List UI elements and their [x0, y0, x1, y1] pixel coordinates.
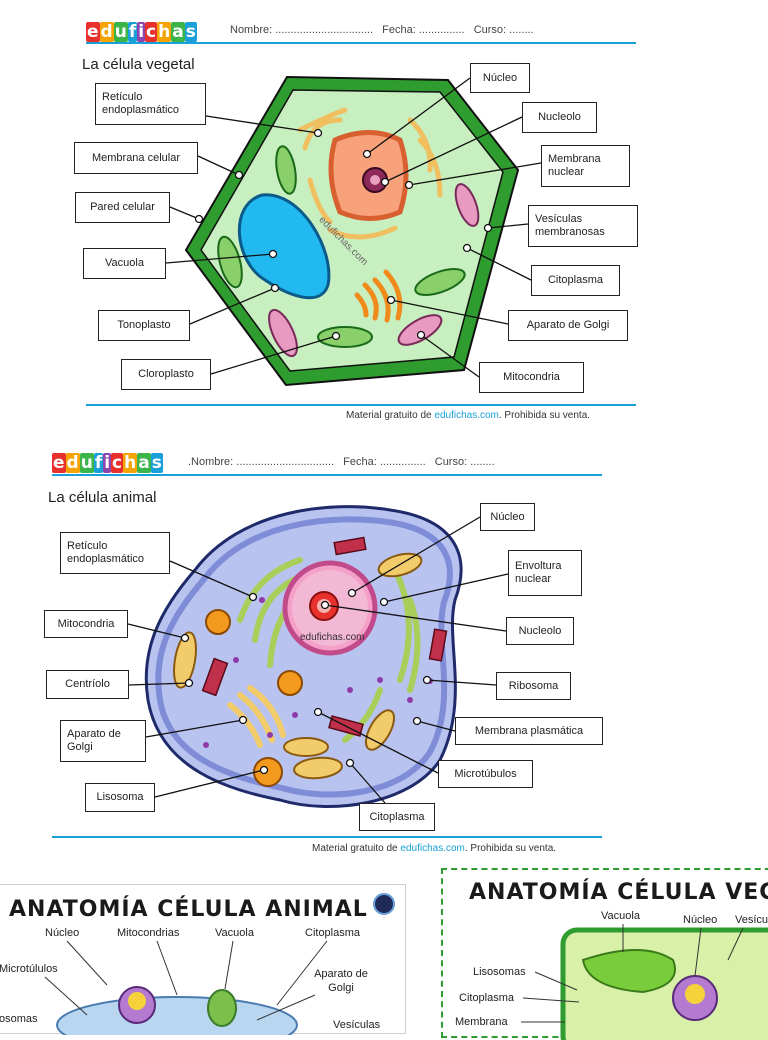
label-tonoplasto: Tonoplasto — [98, 310, 190, 341]
lysosomes — [205, 609, 303, 787]
poster-label-vacuola: Vacuola — [215, 927, 254, 939]
poster-label-nucleo: Núcleo — [45, 927, 80, 939]
page-title-2: La célula animal — [48, 489, 157, 506]
poster-vegetal-label-lisosomas: Lisosomas — [473, 966, 526, 978]
animal-leader-lines — [127, 516, 509, 804]
label-lisosoma: Lisosoma — [85, 783, 155, 812]
curso-field-2[interactable]: Curso: ........ — [434, 456, 495, 468]
label-nucleolo-animal: Nucleolo — [506, 617, 574, 645]
label-cloroplasto: Cloroplasto — [121, 359, 211, 390]
label-mitocondria-animal: Mitocondria — [44, 610, 128, 638]
label-pared-celular: Pared celular — [75, 192, 170, 223]
watermark-animal: edufichas.com — [300, 632, 364, 643]
poster-vegetal-title: ANATOMÍA CÉLULA VEG — [469, 880, 768, 905]
footer-link[interactable]: edufichas.com — [434, 410, 499, 421]
label-citoplasma-vegetal: Citoplasma — [531, 265, 620, 296]
header-line — [86, 42, 636, 44]
label-microtubulos: Microtúbulos — [438, 760, 533, 788]
golgi — [354, 269, 403, 323]
header-fields: Nombre: ................................… — [230, 24, 534, 36]
label-ribosoma: Ribosoma — [496, 672, 571, 700]
poster-label-lisosomas: osomas — [0, 1013, 38, 1025]
footer-line-2 — [52, 836, 602, 838]
fecha-field[interactable]: Fecha: ............... — [382, 24, 465, 36]
label-envoltura: Envoltura nuclear — [508, 550, 582, 596]
poster-vegetal-label-vesiculas: Vesícu — [735, 914, 768, 926]
poster-label-mitocondrias: Mitocondrias — [117, 927, 180, 939]
header-fields-2: .Nombre: ...............................… — [188, 456, 495, 468]
chloroplasts — [217, 145, 466, 348]
label-membrana-nuclear: Membrana nuclear — [541, 145, 630, 187]
er-lines — [297, 107, 443, 240]
header-line-2 — [52, 474, 602, 476]
label-vacuola-vegetal: Vacuola — [83, 248, 166, 279]
footer-line — [86, 404, 636, 406]
nombre-field[interactable]: Nombre: ................................ — [230, 24, 374, 36]
label-citoplasma-animal: Citoplasma — [359, 803, 435, 831]
label-centriolo: Centríolo — [46, 670, 129, 699]
poster-vegetal-label-vacuola: Vacuola — [601, 910, 640, 922]
poster-vegetal-illustration — [521, 924, 768, 1040]
footer-link-2[interactable]: edufichas.com — [400, 843, 465, 854]
curso-field[interactable]: Curso: ........ — [473, 24, 534, 36]
label-nucleolo-vegetal: Nucleolo — [522, 102, 597, 133]
label-reticulo-vegetal: Retículo endoplasmático — [95, 83, 206, 125]
poster-vegetal-label-citoplasma: Citoplasma — [459, 992, 515, 1004]
leader-lines — [165, 77, 542, 378]
poster-label-citoplasma: Citoplasma — [305, 927, 361, 939]
label-nucleo-animal: Núcleo — [480, 503, 535, 531]
label-membrana-celular: Membrana celular — [74, 142, 198, 174]
page-title: La célula vegetal — [82, 56, 195, 73]
globe-icon — [373, 893, 395, 915]
mitochondria — [268, 183, 480, 358]
vacuole — [238, 193, 331, 300]
footer-text-2: Material gratuito de edufichas.com. Proh… — [312, 843, 557, 854]
poster-vegetal: ANATOMÍA CÉLULA VEG Vacuola Núcleo Vesíc… — [441, 868, 768, 1040]
label-membrana-plasmatica: Membrana plasmática — [455, 717, 603, 745]
poster-vegetal-label-nucleo: Núcleo — [683, 914, 718, 926]
fecha-field-2[interactable]: Fecha: ............... — [343, 456, 426, 468]
label-vesiculas: Vesículas membranosas — [528, 205, 638, 247]
poster-label-microtubulos: Microtúlulos — [0, 963, 58, 975]
poster-animal-title: ANATOMÍA CÉLULA ANIMAL — [9, 897, 368, 922]
poster-animal-illustration — [44, 940, 328, 1035]
poster-label-aparato: Aparato de Golgi — [314, 968, 368, 994]
label-reticulo-animal: Retículo endoplasmático — [60, 532, 170, 574]
poster-animal: ANATOMÍA CÉLULA ANIMAL Núcleo Mitocondri… — [0, 884, 406, 1035]
label-golgi-animal: Aparato de Golgi — [60, 720, 146, 762]
nombre-field-2[interactable]: .Nombre: ...............................… — [188, 456, 335, 468]
label-mitocondria-vegetal: Mitocondria — [479, 362, 584, 393]
footer-text: Material gratuito de edufichas.com. Proh… — [346, 410, 591, 421]
label-golgi-vegetal: Aparato de Golgi — [508, 310, 628, 341]
label-nucleo-vegetal: Núcleo — [470, 63, 530, 93]
